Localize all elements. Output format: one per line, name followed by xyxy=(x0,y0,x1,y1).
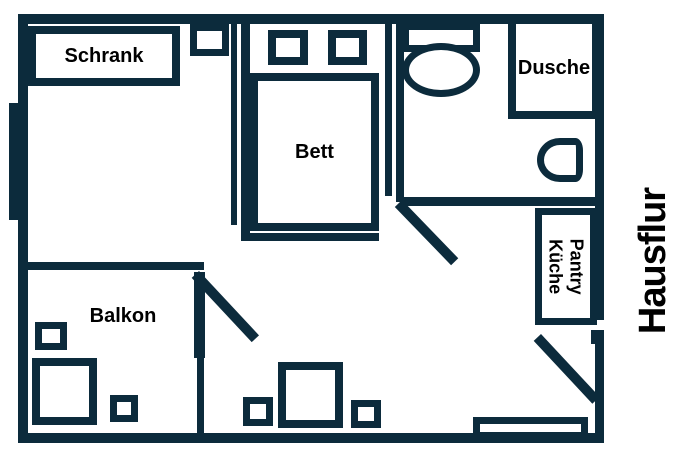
balcony-label-wrap: Balkon xyxy=(68,306,178,327)
wall-bottom xyxy=(18,433,604,443)
chair-left xyxy=(243,397,273,426)
sideboard-box xyxy=(473,417,588,439)
table-box xyxy=(278,362,343,428)
sink-basin xyxy=(402,43,480,97)
wall-right-lower xyxy=(595,344,604,443)
wall-bathroom-south xyxy=(404,197,595,206)
wall-balcony-right xyxy=(197,358,204,433)
balcony-square-large xyxy=(32,358,97,425)
bathroom-door-swing xyxy=(394,200,459,266)
wall-bedroom-divider-inner xyxy=(241,14,250,241)
nightstand-box xyxy=(190,24,229,56)
entry-door-jamb xyxy=(591,330,604,344)
wall-balcony-top xyxy=(18,262,204,270)
wall-bathroom-west-inner xyxy=(396,14,404,202)
balcony-square-small-2 xyxy=(110,395,138,422)
bed-label: Bett xyxy=(295,141,334,163)
bed-box: Bett xyxy=(250,73,379,231)
kitchen-box: Pantry Küche xyxy=(535,208,597,325)
wall-left xyxy=(18,14,28,443)
window-left xyxy=(9,103,19,220)
toilet xyxy=(537,138,583,182)
wall-top xyxy=(18,14,604,24)
shower-box: Dusche xyxy=(508,16,600,119)
wall-bathroom-west-outer xyxy=(385,14,392,196)
pillow-right xyxy=(328,30,367,65)
chair-right xyxy=(351,400,381,428)
wardrobe-label: Schrank xyxy=(64,45,144,67)
hallway-label: Hausflur xyxy=(632,187,675,335)
wall-under-bed xyxy=(241,233,379,241)
pillow-left xyxy=(268,30,308,65)
balcony-label: Balkon xyxy=(89,305,157,327)
kitchen-label: Pantry Küche xyxy=(546,238,587,295)
wall-bedroom-divider-outer xyxy=(231,14,237,225)
entry-door-swing xyxy=(533,334,600,404)
balcony-door-panel xyxy=(194,272,205,358)
hallway-label-wrap: Hausflur xyxy=(618,145,685,377)
wardrobe-box: Schrank xyxy=(28,26,180,86)
wall-right-upper xyxy=(595,14,604,320)
balcony-square-small-1 xyxy=(35,322,67,350)
shower-label: Dusche xyxy=(517,56,591,79)
